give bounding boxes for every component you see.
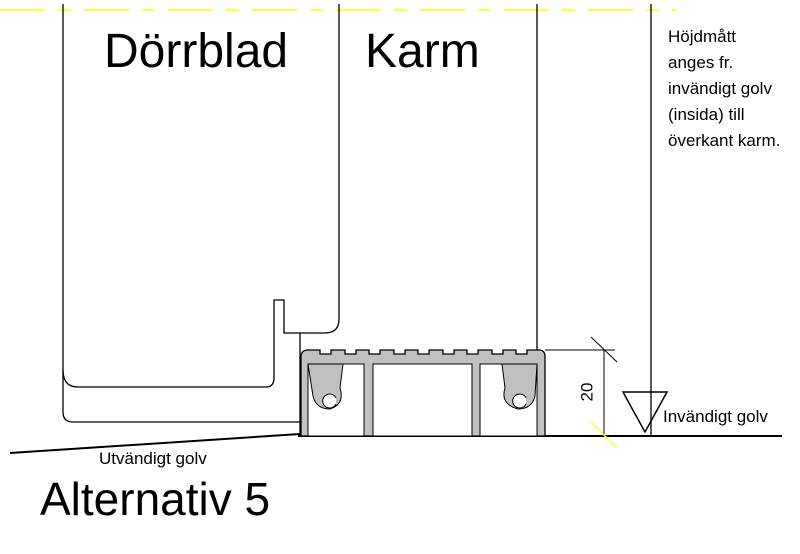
door-leaf-label: Dörrblad	[104, 25, 289, 78]
inside-floor-label: Invändigt golv	[663, 407, 768, 426]
frame-label: Karm	[365, 25, 480, 78]
note-line: invändigt golv	[668, 79, 772, 98]
note-line: överkant karm.	[668, 131, 781, 150]
height-note: Höjdmått anges fr. invändigt golv (insid…	[668, 24, 780, 154]
note-line: anges fr.	[668, 53, 734, 72]
outside-floor-line	[9, 433, 301, 454]
dimension-value: 20	[577, 382, 597, 402]
note-line: Höjdmått	[668, 27, 737, 46]
threshold-profile	[300, 349, 546, 437]
height-dimension	[545, 336, 618, 449]
note-line: (insida) till	[668, 105, 745, 124]
door-leaf-outline	[62, 4, 340, 436]
drawing-title: Alternativ 5	[40, 473, 271, 525]
floor-level-triangle-icon	[621, 391, 669, 434]
outside-floor-label: Utvändigt golv	[99, 449, 207, 468]
